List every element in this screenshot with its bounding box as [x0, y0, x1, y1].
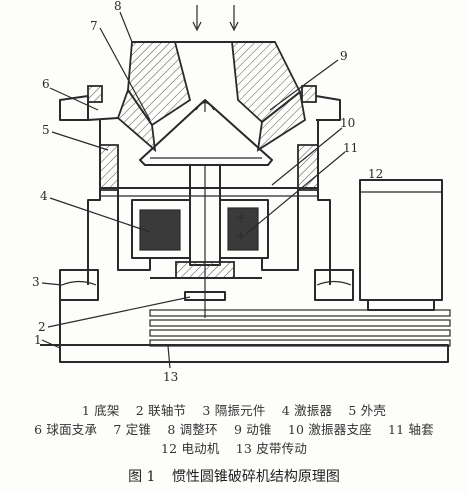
- callout-9: 9: [340, 49, 348, 63]
- legend-item: 3 隔振元件: [202, 403, 266, 418]
- callout-12: 12: [368, 167, 383, 181]
- figure-number: 图 1: [128, 469, 156, 485]
- legend-item: 1 底架: [81, 403, 120, 418]
- exciter-seat: [117, 190, 299, 279]
- legend-item: 13 皮带传动: [235, 441, 308, 456]
- legend-item: 11 轴套: [388, 422, 434, 437]
- coupling: [184, 291, 226, 318]
- exciter: + +: [131, 199, 269, 259]
- legend-item: 8 调整环: [167, 422, 218, 437]
- legend-item: 9 动锥: [233, 422, 272, 437]
- legend-item: 4 激振器: [281, 403, 333, 418]
- callout-7: 7: [90, 19, 98, 33]
- callout-1: 1: [34, 333, 42, 347]
- callout-2: 2: [38, 320, 46, 334]
- callout-8: 8: [114, 0, 122, 13]
- figure-caption: 图 1 惯性圆锥破碎机结构原理图: [0, 466, 468, 486]
- callout-3: 3: [32, 275, 40, 289]
- callout-10: 10: [340, 116, 355, 130]
- figure-title: 惯性圆锥破碎机结构原理图: [171, 469, 340, 485]
- legend-item: 10 激振器支座: [287, 422, 372, 437]
- legend-row-3: 12 电动机 13 皮带传动: [0, 438, 468, 457]
- legend-row-2: 6 球面支承 7 定锥 8 调整环 9 动锥 10 激振器支座 11 轴套: [0, 419, 468, 438]
- main-shaft: [189, 164, 221, 300]
- legend-item: 6 球面支承: [34, 422, 98, 437]
- svg-text:+: +: [236, 211, 246, 225]
- callout-11: 11: [343, 141, 358, 155]
- legend-item: 12 电动机: [160, 441, 220, 456]
- callout-5: 5: [42, 123, 50, 137]
- callout-6: 6: [42, 77, 50, 91]
- legend-item: 5 外壳: [348, 403, 387, 418]
- fixed-cone: [116, 88, 306, 153]
- callout-13: 13: [163, 370, 178, 384]
- svg-text:+: +: [236, 229, 246, 243]
- legend-item: 2 联轴节: [135, 403, 187, 418]
- callout-numbers: 8 9 7 6 5 10 11 12 4 3 2 1 13: [32, 0, 383, 384]
- feed-arrows: [192, 5, 239, 32]
- base-frame: [40, 300, 449, 363]
- electric-motor: [359, 179, 443, 311]
- legend-item: 7 定锥: [113, 422, 152, 437]
- legend-row-1: 1 底架 2 联轴节 3 隔振元件 4 激振器 5 外壳: [0, 400, 468, 419]
- adjusting-ring: [127, 41, 302, 127]
- leader-lines: [41, 11, 346, 369]
- belt-drive: [149, 309, 451, 347]
- callout-4: 4: [40, 189, 48, 203]
